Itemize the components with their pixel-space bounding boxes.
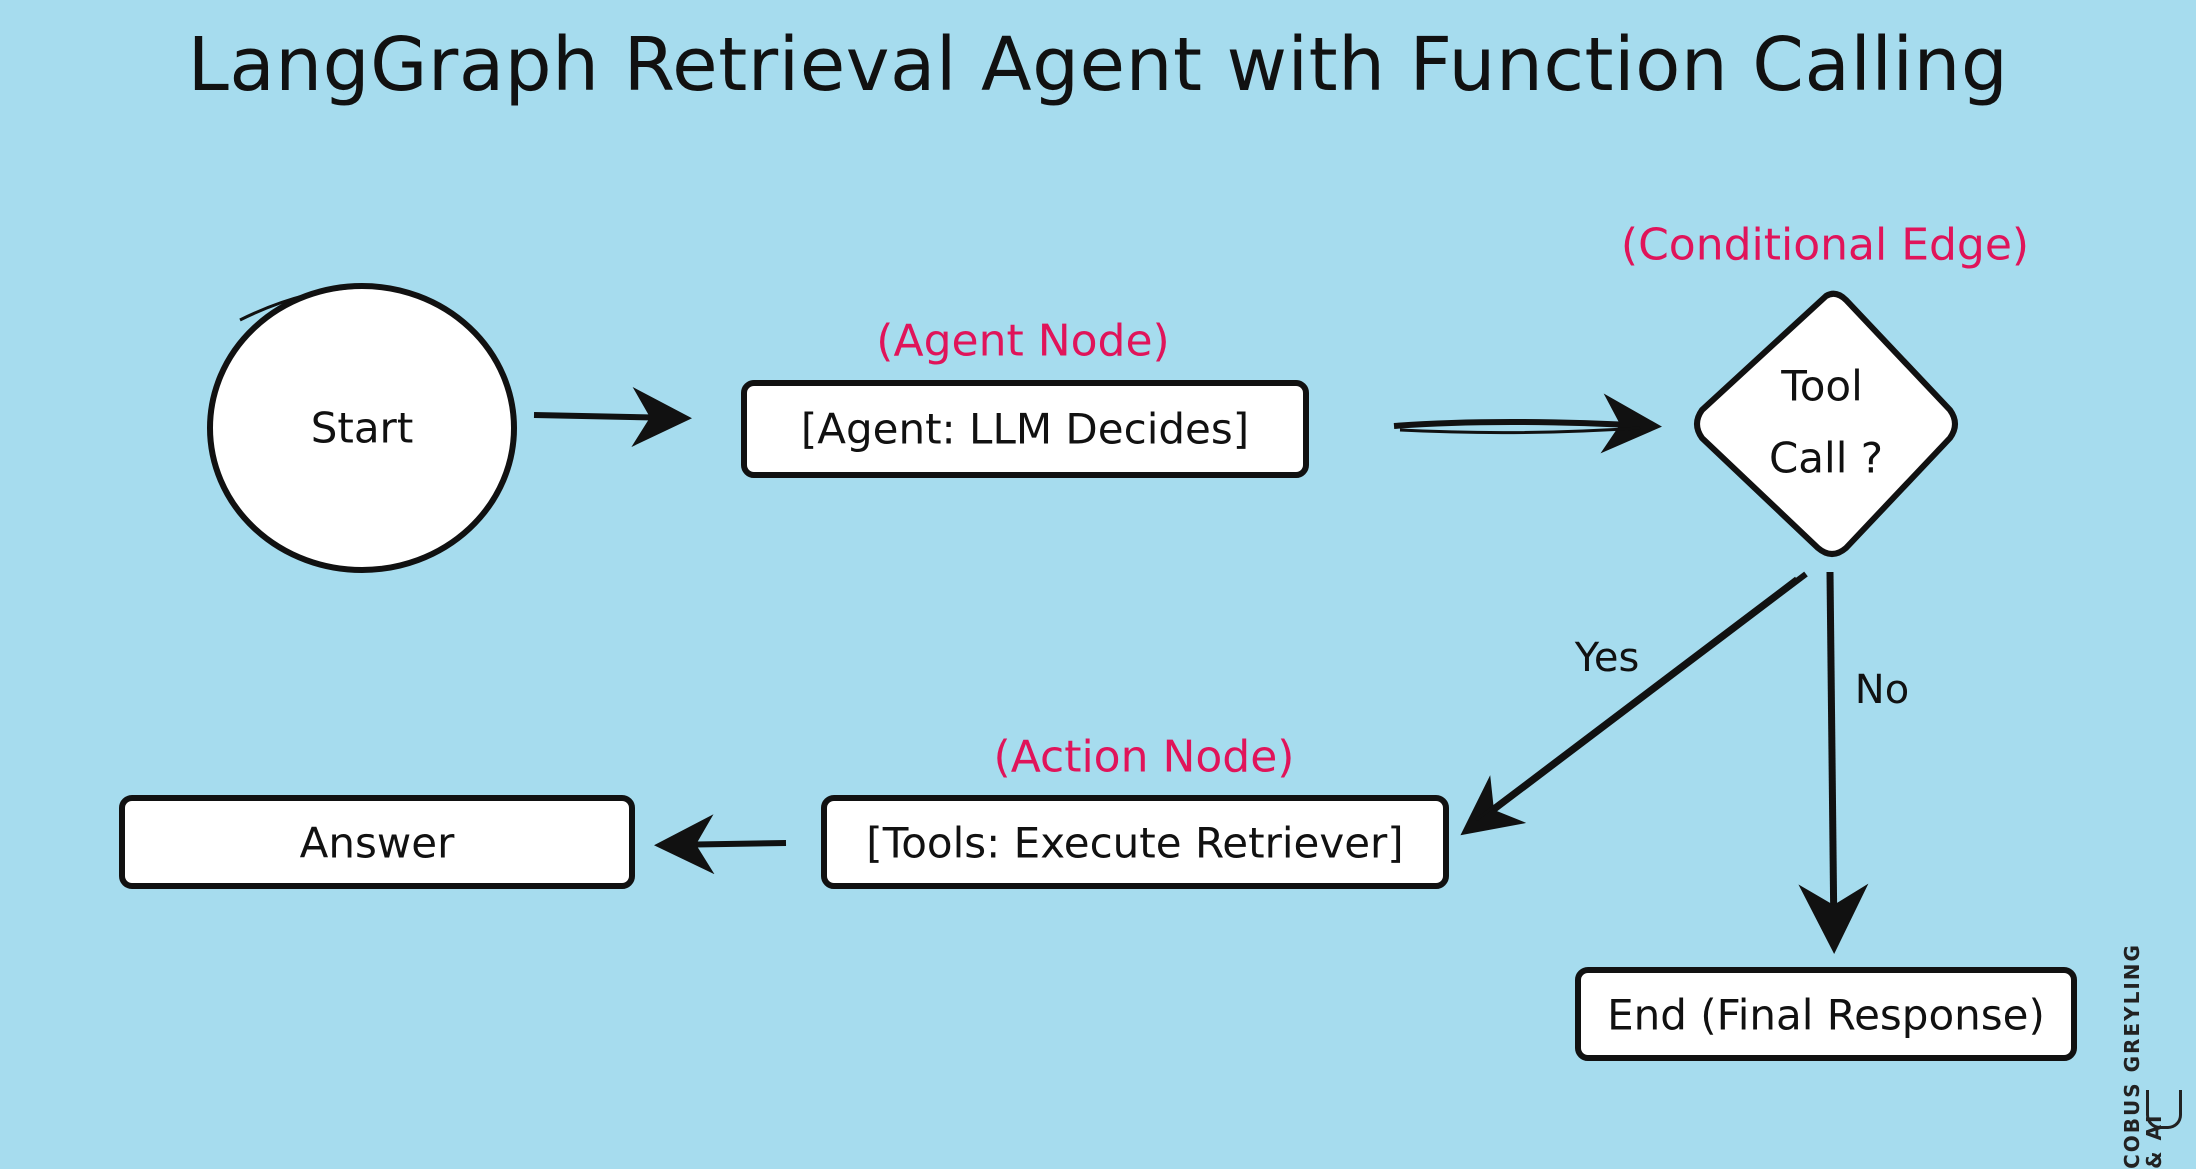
- decision-node-label-line1: Tool: [1781, 361, 1863, 411]
- decision-node-shape: [1694, 290, 1958, 557]
- edge-label-yes: Yes: [1574, 635, 1640, 681]
- brand-line2: & AI: [2142, 1113, 2166, 1169]
- arrow-start-to-agent: [533, 387, 692, 448]
- answer-node-label: Answer: [299, 818, 455, 868]
- agent-node-shape: [741, 380, 1309, 478]
- arrow-decision-yes-to-tools: [1460, 571, 1808, 836]
- edge-label-no: No: [1854, 667, 1910, 713]
- arrow-agent-to-decision: [1393, 393, 1662, 454]
- agent-node-label: [Agent: LLM Decides]: [800, 404, 1250, 454]
- flow-diagram: [119, 283, 2077, 1061]
- arrow-decision-no-to-end: [1798, 571, 1869, 954]
- decision-node-label-line2: Call ?: [1768, 433, 1884, 483]
- answer-node-shape: [119, 795, 635, 889]
- start-node-shape: [207, 283, 517, 573]
- end-node-shape: [1575, 967, 2077, 1061]
- end-node-label: End (Final Response): [1607, 990, 2045, 1040]
- action-node-annotation: (Action Node): [993, 731, 1295, 783]
- start-node-label: Start: [310, 403, 414, 453]
- brand-line1: COBUS GREYLING: [2120, 943, 2144, 1169]
- brand-watermark: COBUS GREYLING & AI: [2120, 943, 2166, 1169]
- diagram-title: LangGraph Retrieval Agent with Function …: [187, 22, 2009, 108]
- conditional-edge-annotation: (Conditional Edge): [1620, 219, 2030, 271]
- arrow-tools-to-answer: [654, 814, 787, 875]
- agent-node-annotation: (Agent Node): [876, 315, 1170, 367]
- tools-node-label: [Tools: Execute Retriever]: [866, 818, 1404, 868]
- brand-logo-icon: [2146, 1090, 2182, 1129]
- tools-node-shape: [821, 795, 1449, 889]
